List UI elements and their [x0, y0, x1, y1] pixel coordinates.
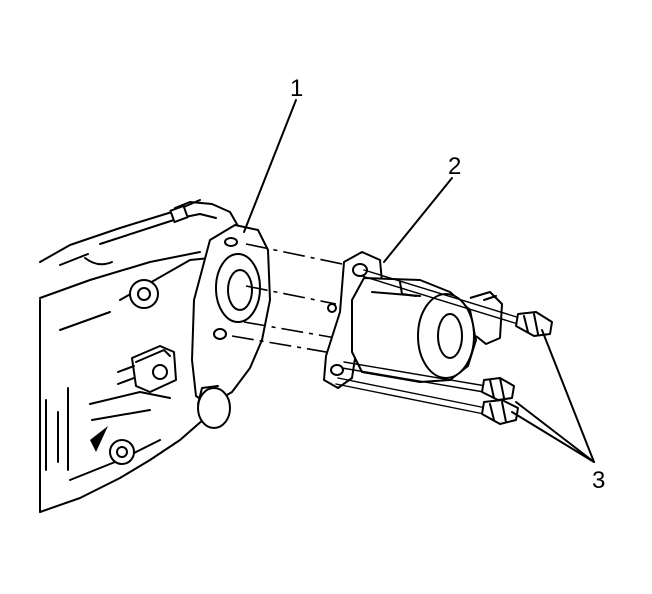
- engine-block: [39, 199, 271, 513]
- bolts: [335, 269, 553, 425]
- callout-2: 2: [448, 153, 461, 180]
- leader-3a: [541, 329, 595, 463]
- leader-lines: [243, 99, 595, 463]
- starter-motor: [323, 251, 503, 389]
- callout-3: 3: [592, 467, 605, 494]
- bolt-lower: [335, 377, 519, 425]
- bolt-upper: [361, 269, 553, 337]
- leader-2: [383, 177, 453, 263]
- bolt-middle: [341, 361, 515, 401]
- leader-1: [243, 99, 297, 233]
- leader-3c: [511, 411, 595, 463]
- alignment-lines: [231, 243, 353, 355]
- callout-1: 1: [290, 75, 303, 102]
- leader-3b: [515, 401, 595, 463]
